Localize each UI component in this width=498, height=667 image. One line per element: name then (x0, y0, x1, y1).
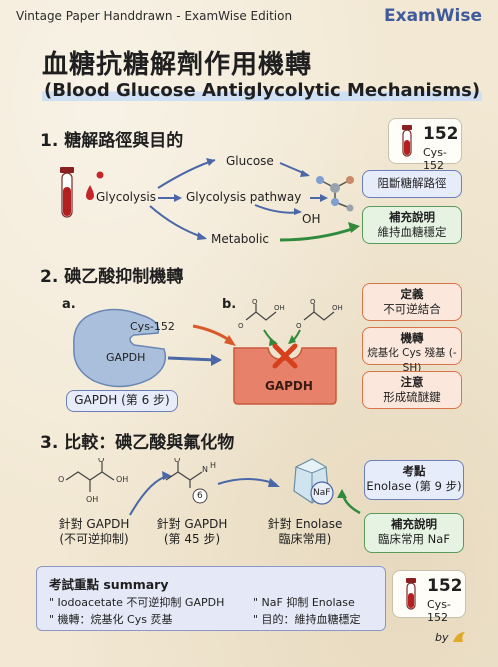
block-pathway-text: 阻斷糖解路徑 (377, 176, 447, 190)
summary-badge-label: Cys-152 (427, 598, 451, 624)
section1-note-box: 補充說明 維持血糖穩定 (362, 206, 462, 244)
summary-box: 考試重點 summary " Iodoacetate 不可逆抑制 GAPDH "… (36, 566, 386, 631)
svg-text:O: O (238, 322, 244, 330)
svg-text:OH: OH (86, 495, 98, 504)
arrow-head (206, 158, 215, 166)
summary-line3: " 機轉：烷基化 Cys 烎基 (49, 613, 173, 626)
svg-text:O: O (58, 475, 64, 484)
blood-tube-icon (402, 125, 412, 157)
page-title: 血糖抗糖解劑作用機轉 (42, 50, 313, 80)
gapdh-step-tag: GAPDH (第 6 步) (66, 390, 178, 412)
gapdh-enzyme-label: GAPDH (265, 379, 313, 393)
exam-point-title: 考點 (402, 464, 426, 478)
step-six-label: 6 (197, 491, 203, 501)
gapdh-label: GAPDH (106, 351, 146, 364)
caution-box: 注意 形成硫醚鍵 (362, 371, 462, 409)
gapdh-block-icon (233, 343, 337, 405)
pathway-label: Glycolysis pathway (186, 190, 302, 204)
summary-badge: 152 Cys-152 (392, 570, 466, 624)
compare1-line1: 針對 GAPDH (58, 517, 130, 531)
gapdh-step-text: GAPDH (第 6 步) (74, 393, 170, 407)
compare2-line1: 針對 GAPDH (156, 517, 228, 531)
summary-line2: " NaF 抑制 Enolase (253, 596, 355, 609)
cys152-label: Cys-152 (130, 320, 175, 333)
svg-text:OH: OH (274, 304, 285, 312)
svg-text:OH: OH (332, 304, 343, 312)
compare1-line2: (不可逆抑制) (59, 532, 129, 546)
metabolic-label: Metabolic (211, 232, 270, 246)
compare3-line2: 臨床常用) (278, 532, 332, 546)
compare-iodoacetate: 針對 GAPDH (不可逆抑制) (52, 517, 136, 551)
footer-by: by (435, 631, 449, 644)
definition-body: 不可逆結合 (383, 302, 441, 316)
gapdh-enzyme-icon (73, 308, 167, 388)
section3-note-box: 補充說明 臨床常用 NaF (364, 513, 464, 553)
panel-b-label: b. (222, 297, 237, 312)
caution-body: 形成硫醚鍵 (383, 390, 441, 404)
svg-text:H: H (210, 461, 216, 470)
definition-title: 定義 (400, 287, 424, 301)
compare2-line2: (第 45 步) (163, 532, 221, 546)
note-body: 維持血糖穩定 (377, 225, 447, 239)
molecule-icon (316, 176, 354, 212)
mechanism-box: 機轉 烷基化 Cys 殘基 (-SH) (362, 327, 462, 374)
section3-heading: 3. 比較：碘乙酸與氟化物 (40, 433, 235, 453)
mechanism-title: 機轉 (400, 331, 424, 345)
panel-a-label: a. (62, 297, 76, 312)
naf-label: NaF (313, 488, 331, 498)
exam-point-body: Enolase (第 9 步) (366, 479, 462, 493)
svg-text:O: O (296, 322, 302, 330)
edition-label: Vintage Paper Handdrawn - ExamWise Editi… (16, 9, 293, 23)
section3-note-body: 臨床常用 NaF (378, 532, 450, 546)
svg-text:O: O (98, 458, 104, 464)
summary-line4: " 目的：維持血糖穩定 (253, 613, 361, 626)
badge-value: 152 (423, 124, 459, 144)
block-pathway-box: 阻斷糖解路徑 (362, 170, 462, 198)
svg-text:N: N (202, 465, 208, 474)
glycolysis-label: Glycolysis (96, 190, 156, 204)
page-subtitle: (Blood Glucose Antiglycolytic Mechanisms… (42, 80, 483, 101)
svg-text:O: O (174, 458, 180, 464)
summary-badge-value: 152 (427, 576, 463, 596)
section1-heading: 1. 糖解路徑與目的 (40, 131, 184, 151)
compare-gapdh: 針對 GAPDH (第 45 步) (150, 517, 234, 551)
compare-enolase: 針對 Enolase 臨床常用) (258, 517, 352, 551)
note-title: 補充說明 (389, 210, 435, 224)
glucose-label: Glucose (226, 154, 274, 168)
blood-tube-icon (406, 578, 416, 610)
svg-text:O: O (252, 298, 258, 306)
exam-point-box: 考點 Enolase (第 9 步) (364, 460, 464, 500)
logo-icon (453, 632, 465, 642)
summary-line1: " Iodoacetate 不可逆抑制 GAPDH (49, 596, 225, 609)
iodoacetate-structure-icon: O OH O OH (58, 458, 128, 504)
compare3-line1: 針對 Enolase (267, 517, 343, 531)
svg-text:OH: OH (116, 475, 128, 484)
caution-title: 注意 (400, 375, 424, 389)
badge-label: Cys-152 (423, 146, 447, 172)
section3-note-title: 補充說明 (391, 517, 437, 531)
summary-heading: 考試重點 summary (49, 577, 169, 592)
definition-box: 定義 不可逆結合 (362, 283, 462, 321)
iodoacetate-molecule-icon: O O OH O O OH (238, 298, 343, 330)
naf-crystal-icon (293, 458, 334, 505)
blood-tube-icon (60, 167, 104, 218)
brand-logo: ExamWise (384, 6, 482, 26)
svg-text:O: O (310, 298, 316, 306)
oh-label: OH (302, 212, 321, 226)
section2-heading: 2. 碘乙酸抑制機轉 (40, 267, 184, 287)
cys152-badge: 152 Cys-152 (388, 118, 462, 172)
